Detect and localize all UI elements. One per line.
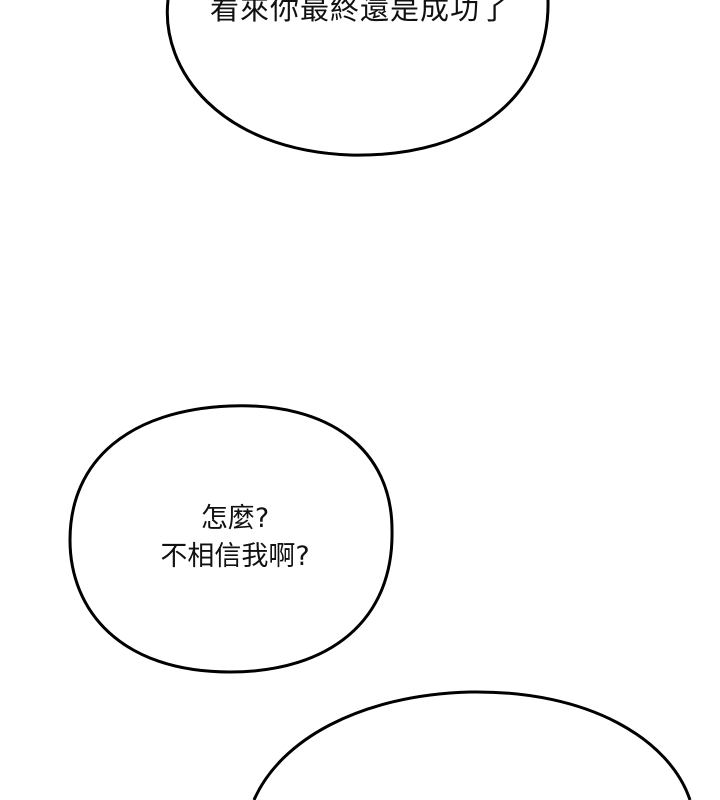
bubble-line: 怎麼? bbox=[200, 503, 270, 534]
speech-bubble-top bbox=[165, 0, 550, 157]
bubble-line: 不相信我啊? bbox=[160, 541, 310, 572]
bubble-text-top: 看來你最終還是成功了 bbox=[209, 0, 510, 26]
speech-bubble-middle bbox=[68, 404, 394, 674]
bubble-text-middle: 怎麼? 不相信我啊? bbox=[100, 500, 370, 576]
speech-bubble-bottom bbox=[252, 690, 692, 800]
